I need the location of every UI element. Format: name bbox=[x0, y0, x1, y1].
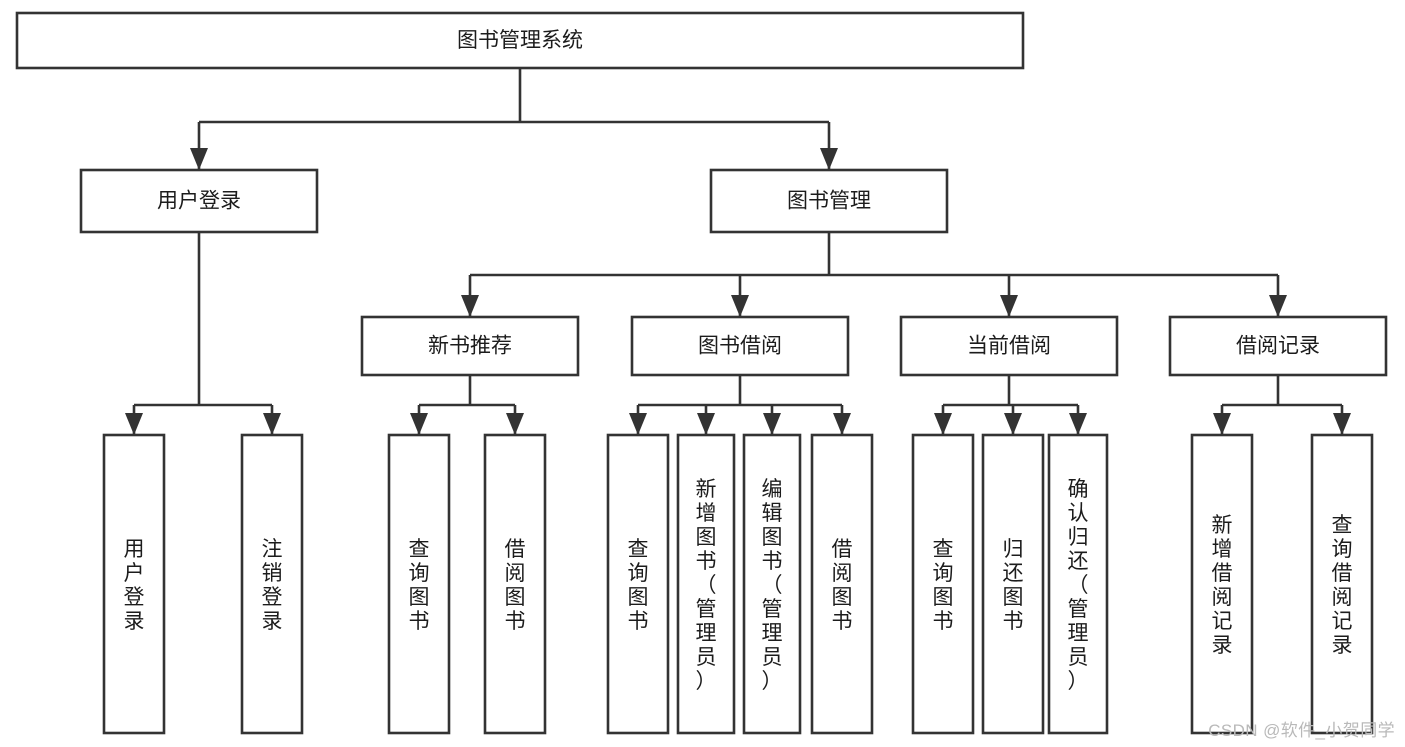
arrow-head-icon bbox=[506, 413, 524, 435]
node-leaf-query-record[interactable]: 查询借阅记录 bbox=[1310, 433, 1374, 735]
arrow-head-icon bbox=[461, 295, 479, 317]
node-label: 图书借阅 bbox=[698, 335, 782, 358]
node-box bbox=[240, 433, 304, 735]
node-label: 新书推荐 bbox=[428, 335, 512, 358]
arrow-head-icon bbox=[820, 148, 838, 170]
node-label: 查询图书 bbox=[933, 538, 954, 633]
node-leaf-borrow-book-1[interactable]: 借阅图书 bbox=[483, 433, 547, 735]
node-label: 图书管理 bbox=[787, 190, 871, 213]
node-box bbox=[1168, 315, 1388, 377]
arrow-head-icon bbox=[1213, 413, 1231, 435]
node-box bbox=[981, 433, 1045, 735]
node-label: 图书管理系统 bbox=[457, 29, 583, 52]
node-label: 借阅图书 bbox=[832, 538, 853, 633]
node-label: 查询图书 bbox=[409, 538, 430, 633]
node-box bbox=[360, 315, 580, 377]
node-leaf-query-book-1[interactable]: 查询图书 bbox=[387, 433, 451, 735]
node-leaf-add-book-admin[interactable]: 新增图书（管理员） bbox=[676, 433, 736, 735]
arrow-head-icon bbox=[731, 295, 749, 317]
node-box bbox=[742, 433, 802, 735]
node-box bbox=[1190, 433, 1254, 735]
node-box bbox=[387, 433, 451, 735]
node-box bbox=[483, 433, 547, 735]
node-leaf-return-book[interactable]: 归还图书 bbox=[981, 433, 1045, 735]
node-label: 查询借阅记录 bbox=[1332, 514, 1353, 657]
arrow-head-icon bbox=[934, 413, 952, 435]
arrow-head-icon bbox=[629, 413, 647, 435]
node-box bbox=[1047, 433, 1109, 735]
node-label: 新增借阅记录 bbox=[1212, 514, 1233, 657]
node-leaf-logout[interactable]: 注销登录 bbox=[240, 433, 304, 735]
node-book-manage[interactable]: 图书管理 bbox=[709, 168, 949, 234]
arrow-head-icon bbox=[833, 413, 851, 435]
csdn-watermark: CSDN @软件_小贺同学 bbox=[1208, 721, 1395, 740]
arrow-head-icon bbox=[125, 413, 143, 435]
node-label: 查询图书 bbox=[628, 538, 649, 633]
node-leaf-query-book-2[interactable]: 查询图书 bbox=[606, 433, 670, 735]
node-root[interactable]: 图书管理系统 bbox=[15, 11, 1025, 70]
node-borrow-record[interactable]: 借阅记录 bbox=[1168, 315, 1388, 377]
arrow-head-icon bbox=[763, 413, 781, 435]
arrow-head-icon bbox=[1269, 295, 1287, 317]
node-label: 归还图书 bbox=[1003, 538, 1024, 633]
node-leaf-edit-book-admin[interactable]: 编辑图书（管理员） bbox=[742, 433, 802, 735]
node-label: 新增图书（管理员） bbox=[696, 478, 717, 693]
node-label: 当前借阅 bbox=[967, 335, 1051, 358]
arrow-head-icon bbox=[263, 413, 281, 435]
node-box bbox=[102, 433, 166, 735]
node-label: 借阅图书 bbox=[505, 538, 526, 633]
node-box bbox=[899, 315, 1119, 377]
arrow-head-icon bbox=[697, 413, 715, 435]
node-box bbox=[911, 433, 975, 735]
node-label: 注销登录 bbox=[262, 538, 283, 633]
arrow-head-icon bbox=[1000, 295, 1018, 317]
node-layer: 图书管理系统用户登录图书管理新书推荐图书借阅当前借阅借阅记录用户登录注销登录查询… bbox=[15, 11, 1388, 735]
node-leaf-borrow-book-2[interactable]: 借阅图书 bbox=[810, 433, 874, 735]
arrow-head-icon bbox=[190, 148, 208, 170]
node-leaf-query-book-3[interactable]: 查询图书 bbox=[911, 433, 975, 735]
node-label: 编辑图书（管理员） bbox=[762, 478, 783, 693]
node-box bbox=[606, 433, 670, 735]
node-leaf-confirm-return-admin[interactable]: 确认归还（管理员） bbox=[1047, 433, 1109, 735]
node-box bbox=[15, 11, 1025, 70]
node-leaf-user-login[interactable]: 用户登录 bbox=[102, 433, 166, 735]
node-box bbox=[79, 168, 319, 234]
node-box bbox=[630, 315, 850, 377]
connector-layer bbox=[125, 68, 1351, 435]
node-user-login[interactable]: 用户登录 bbox=[79, 168, 319, 234]
node-box bbox=[709, 168, 949, 234]
arrow-head-icon bbox=[1069, 413, 1087, 435]
node-label: 用户登录 bbox=[124, 538, 145, 633]
node-current-borrow[interactable]: 当前借阅 bbox=[899, 315, 1119, 377]
arrow-head-icon bbox=[1004, 413, 1022, 435]
node-box bbox=[676, 433, 736, 735]
node-leaf-add-record[interactable]: 新增借阅记录 bbox=[1190, 433, 1254, 735]
node-label: 确认归还（管理员） bbox=[1068, 478, 1089, 693]
node-label: 借阅记录 bbox=[1236, 335, 1320, 358]
node-label: 用户登录 bbox=[157, 190, 241, 213]
node-new-book-rec[interactable]: 新书推荐 bbox=[360, 315, 580, 377]
arrow-head-icon bbox=[1333, 413, 1351, 435]
node-box bbox=[810, 433, 874, 735]
node-box bbox=[1310, 433, 1374, 735]
node-book-borrow[interactable]: 图书借阅 bbox=[630, 315, 850, 377]
arrow-head-icon bbox=[410, 413, 428, 435]
